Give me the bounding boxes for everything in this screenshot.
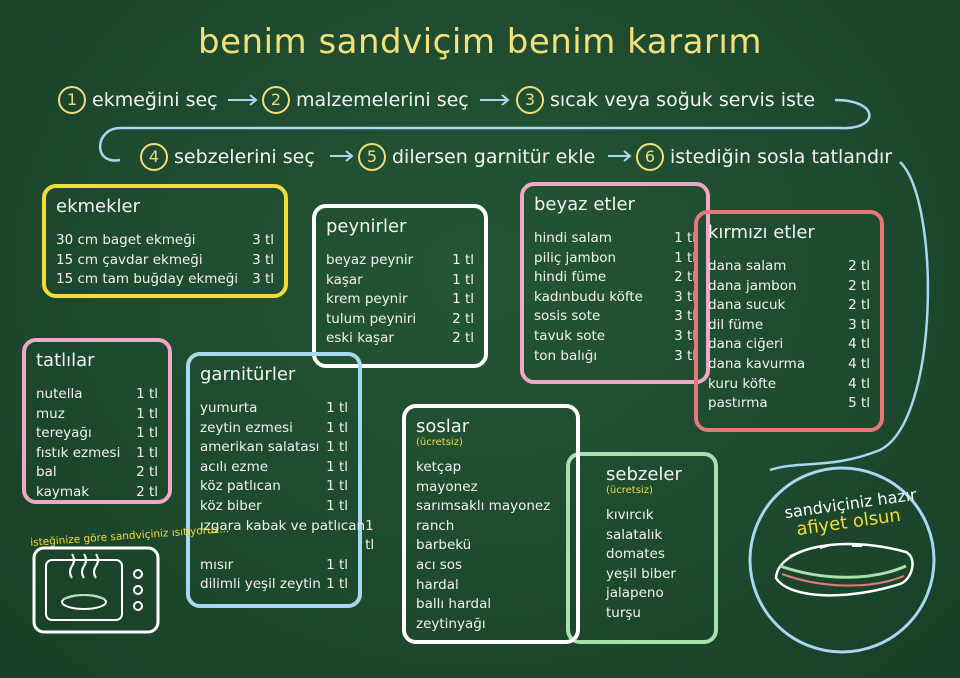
step-label: dilersen garnitür ekle	[392, 146, 596, 168]
list-item: ballı hardal	[416, 596, 492, 613]
page-title: benim sandviçim benim kararım	[198, 22, 762, 62]
section-subtitle: (ücretsiz)	[416, 437, 463, 448]
step-5: 5 dilersen garnitür ekle	[358, 143, 595, 171]
sebzeler-box: sebzeler (ücretsiz) kıvırcık salatalık d…	[566, 452, 718, 644]
step-6: 6 istediğin sosla tatlandır	[636, 143, 892, 171]
soslar-box: soslar (ücretsiz) ketçap mayonez sarımsa…	[402, 404, 580, 644]
step-number: 6	[636, 143, 664, 171]
list-item: sarımsaklı mayonez	[416, 498, 551, 515]
list-item: hardal	[416, 576, 459, 593]
section-title: tatlılar	[36, 350, 95, 371]
step-number: 3	[516, 86, 544, 114]
list-item: ranch	[416, 517, 455, 534]
section-title: beyaz etler	[534, 194, 635, 215]
list-item: kıvırcık	[606, 507, 654, 523]
list-item: zeytinyağı	[416, 615, 486, 632]
step-label: malzemelerini seç	[296, 89, 469, 111]
step-2: 2 malzemelerini seç	[262, 86, 469, 114]
list-item: salatalık	[606, 526, 663, 543]
list-item: turşu	[606, 604, 641, 621]
list-item: domates	[606, 546, 665, 563]
step-number: 2	[262, 86, 290, 114]
section-title: garnitürler	[200, 364, 296, 385]
step-label: sıcak veya soğuk servis iste	[550, 89, 816, 111]
section-title: sebzeler	[606, 464, 682, 485]
section-subtitle: (ücretsiz)	[606, 485, 653, 496]
list-item: jalapeno	[606, 585, 664, 602]
step-1: 1 ekmeğini seç	[58, 86, 218, 114]
list-item: yeşil biber	[606, 565, 676, 582]
list-item: mayonez	[416, 478, 478, 495]
section-title: ekmekler	[56, 196, 141, 217]
list-item: acı sos	[416, 556, 463, 573]
step-label: sebzelerini seç	[174, 146, 315, 168]
step-4: 4 sebzelerini seç	[140, 143, 315, 171]
section-title: kırmızı etler	[708, 222, 815, 243]
list-item: barbekü	[416, 537, 472, 554]
list-item: ketçap	[416, 459, 462, 475]
step-number: 1	[58, 86, 86, 114]
step-3: 3 sıcak veya soğuk servis iste	[516, 86, 815, 114]
section-title: peynirler	[326, 216, 407, 237]
step-label: ekmeğini seç	[92, 89, 218, 111]
step-label: istediğin sosla tatlandır	[670, 146, 893, 168]
section-title: soslar	[416, 416, 470, 437]
step-number: 4	[140, 143, 168, 171]
step-number: 5	[358, 143, 386, 171]
